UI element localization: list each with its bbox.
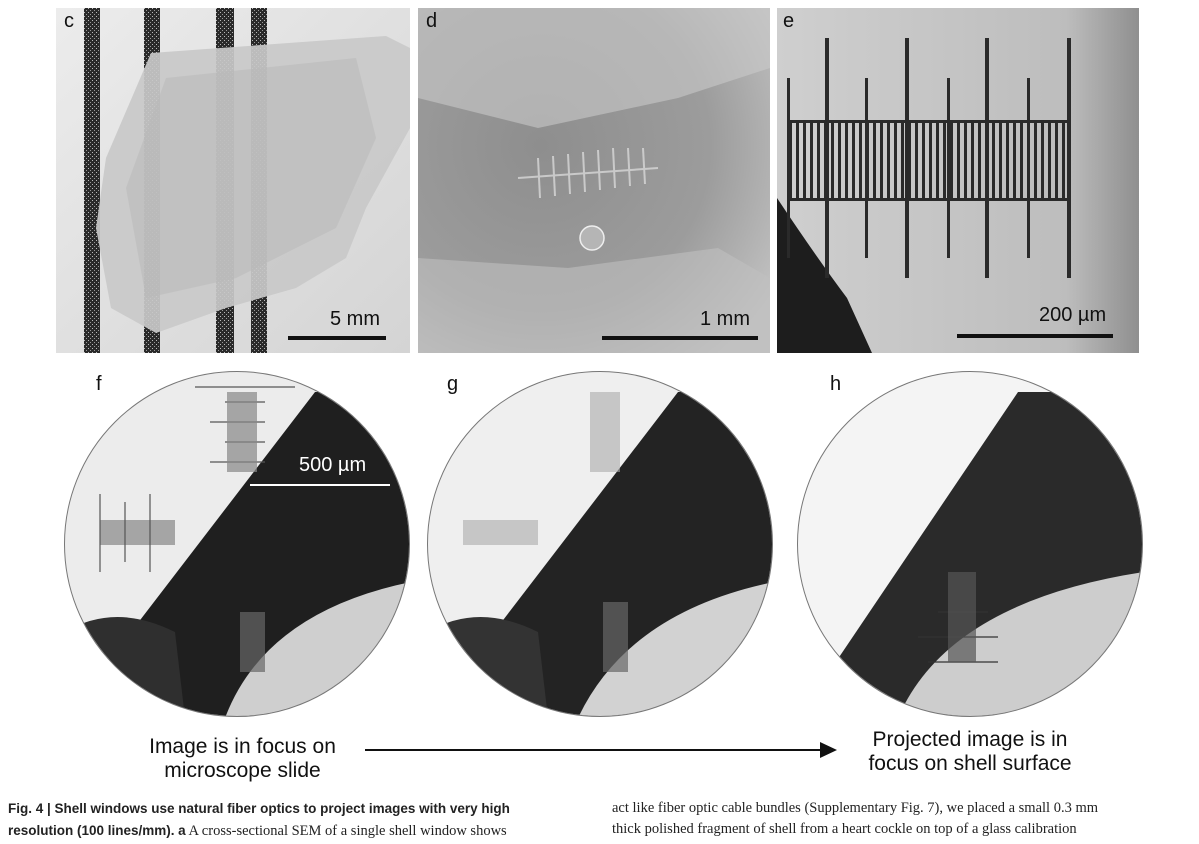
focus-arrow [365, 742, 837, 758]
ruler-tick [957, 120, 960, 201]
panel-g-circle [427, 371, 773, 717]
caption-right-line1: act like fiber optic cable bundles (Supp… [612, 800, 1099, 816]
focus-right-line2: focus on shell surface [868, 752, 1072, 775]
ruler-tick [978, 120, 981, 201]
ruler-tick [992, 120, 995, 201]
ruler-tick [1041, 120, 1044, 201]
panel-h-label: h [830, 373, 842, 395]
caption-left: Fig. 4 | Shell windows use natural fiber… [8, 798, 510, 842]
ruler-tick [943, 120, 946, 201]
panel-d-scale-bar [602, 336, 758, 340]
caption-right: act like fiber optic cable bundles (Supp… [612, 798, 1098, 840]
ruler-tick [1013, 120, 1016, 201]
panel-d-label: d [426, 10, 438, 32]
panel-f-scale-text: 500 µm [299, 454, 367, 476]
ruler-tick [964, 120, 967, 201]
panel-e-ruler [787, 38, 1071, 278]
ruler-tick [929, 120, 932, 201]
ruler-tick [1062, 120, 1065, 201]
panel-f-circle: 500 µm [64, 371, 410, 717]
panel-e-scale-text: 200 µm [1039, 304, 1107, 326]
ruler-major-tick [985, 38, 989, 278]
ruler-tick [789, 120, 792, 201]
caption-right-line2: thick polished fragment of shell from a … [612, 821, 1077, 837]
panel-f-label: f [96, 373, 102, 395]
ruler-tick [796, 120, 799, 201]
ruler-mid-tick [1027, 78, 1030, 258]
panel-f-photo [65, 386, 409, 716]
ruler-tick [1048, 120, 1051, 201]
panel-g-label: g [447, 373, 459, 395]
ruler-tick [845, 120, 848, 201]
panel-e-label: e [783, 10, 795, 32]
panel-e-scale-bar [957, 334, 1113, 338]
ruler-tick [908, 120, 911, 201]
focus-left-line1: Image is in focus on [149, 735, 336, 758]
panel-h-photo [799, 392, 1142, 716]
ruler-tick [873, 120, 876, 201]
ruler-tick [1055, 120, 1058, 201]
caption-title-cont: resolution (100 lines/mm). [8, 823, 175, 838]
panel-c-label: c [64, 10, 74, 32]
ruler-tick [999, 120, 1002, 201]
focus-left-text: Image is in focus on microscope slide [120, 735, 365, 783]
ruler-tick [887, 120, 890, 201]
panel-d-scale-text: 1 mm [700, 308, 750, 330]
ruler-mid-tick [787, 78, 790, 258]
ruler-tick [915, 120, 918, 201]
ruler-tick [880, 120, 883, 201]
panel-c-scale-text: 5 mm [330, 308, 380, 330]
ruler-tick [950, 120, 953, 201]
ruler-tick [838, 120, 841, 201]
ruler-mid-tick [865, 78, 868, 258]
ruler-tick [859, 120, 862, 201]
panel-c-photo [56, 8, 410, 353]
ruler-tick [803, 120, 806, 201]
ruler-major-tick [825, 38, 829, 278]
panel-d: d 1 mm [418, 8, 770, 353]
ruler-tick [936, 120, 939, 201]
ruler-tick [810, 120, 813, 201]
ruler-major-tick [905, 38, 909, 278]
panel-c-scale-bar [288, 336, 386, 340]
ruler-tick [901, 120, 904, 201]
ruler-major-tick [1067, 38, 1071, 278]
focus-right-line1: Projected image is in [872, 728, 1068, 751]
focus-right-text: Projected image is in focus on shell sur… [840, 728, 1100, 776]
ruler-tick [1006, 120, 1009, 201]
caption-panel-a-letter: a [178, 823, 186, 838]
ruler-mid-tick [947, 78, 950, 258]
ruler-tick [831, 120, 834, 201]
caption-panel-a-text: A cross-sectional SEM of a single shell … [185, 823, 507, 839]
ruler-tick [852, 120, 855, 201]
focus-left-line2: microscope slide [164, 759, 321, 782]
caption-title: Fig. 4 | Shell windows use natural fiber… [8, 801, 510, 816]
ruler-tick [894, 120, 897, 201]
panel-c: c 5 mm [56, 8, 410, 353]
ruler-tick [1020, 120, 1023, 201]
panel-g-photo [428, 392, 772, 716]
ruler-tick [1034, 120, 1037, 201]
panel-d-photo [418, 8, 770, 353]
panel-h-circle [797, 371, 1143, 717]
panel-e-photo [777, 8, 1139, 353]
ruler-tick [971, 120, 974, 201]
panel-f-scale-bar [250, 484, 390, 486]
panel-e: e 200 µm [777, 8, 1139, 353]
ruler-tick [817, 120, 820, 201]
ruler-tick [922, 120, 925, 201]
